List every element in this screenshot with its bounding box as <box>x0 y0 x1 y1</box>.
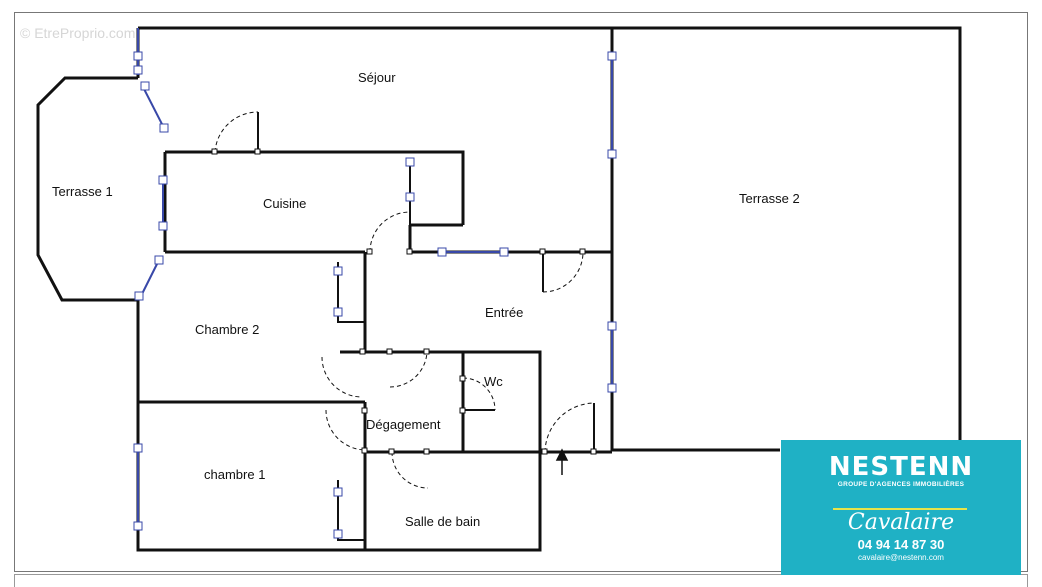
room-label-salle-de-bain: Salle de bain <box>405 514 481 529</box>
room-label-sejour: Séjour <box>358 70 396 85</box>
watermark: © EtreProprio.com <box>20 25 136 41</box>
room-label-wc: Wc <box>484 374 503 389</box>
inner-details <box>257 112 595 541</box>
room-label-degagement: Dégagement <box>366 417 441 432</box>
agency-logo: NESTENN <box>828 452 974 482</box>
agency-email: cavalaire@nestenn.com <box>858 553 944 562</box>
entry-arrow-icon <box>555 448 569 475</box>
room-label-entree: Entrée <box>485 305 524 320</box>
room-label-chambre2: Chambre 2 <box>195 322 260 337</box>
room-label-cuisine: Cuisine <box>263 196 307 211</box>
lower-frame <box>14 574 1028 587</box>
agency-tagline: GROUPE D'AGENCES IMMOBILIÈRES <box>837 481 965 488</box>
window-markers <box>133 51 617 539</box>
room-label-terrasse1: Terrasse 1 <box>52 184 113 199</box>
door-hinges <box>211 148 597 455</box>
agency-divider <box>833 508 967 510</box>
plan-frame <box>14 12 1028 572</box>
agency-phone: 04 94 14 87 30 <box>857 537 945 552</box>
agency-city: Cavalaire <box>847 510 955 535</box>
door-swings <box>214 111 595 489</box>
room-label-terrasse2: Terrasse 2 <box>739 191 800 206</box>
room-label-chambre1: chambre 1 <box>204 467 266 482</box>
agency-card: NESTENN GROUPE D'AGENCES IMMOBILIÈRES Ca… <box>781 440 1021 575</box>
